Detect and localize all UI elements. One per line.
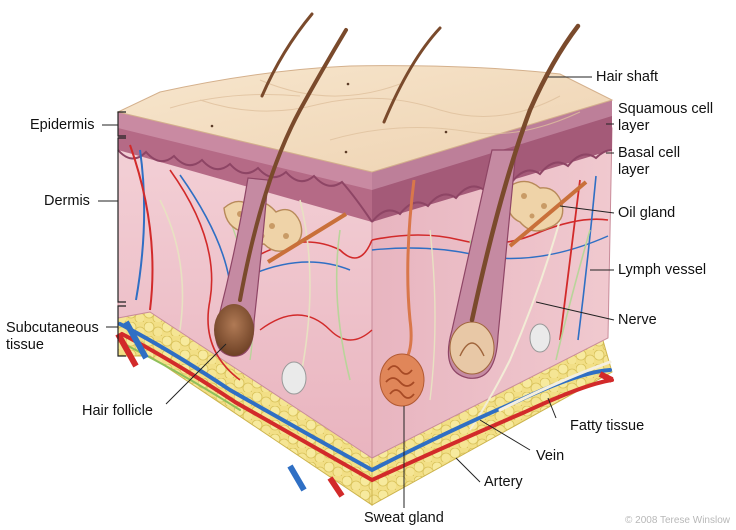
muscle-right [508, 180, 588, 248]
muscle-left [266, 212, 348, 264]
deep-vessels [118, 322, 614, 483]
label-oil-gland: Oil gland [618, 205, 676, 221]
sweat-gland [379, 179, 425, 407]
skin-surface [116, 65, 614, 173]
oil-gland-right [506, 180, 564, 232]
label-sweat-gland: Sweat gland [364, 510, 444, 526]
label-subcutaneous-line1: Subcutaneous [6, 320, 99, 336]
layer-bracket [117, 111, 126, 357]
leader-lines [98, 76, 615, 508]
label-epidermis: Epidermis [30, 117, 95, 133]
label-fatty-tissue: Fatty tissue [570, 418, 645, 434]
label-hair-shaft: Hair shaft [596, 69, 659, 85]
label-basal-line1: Basal cell [618, 145, 681, 161]
hair-follicle-left [214, 177, 269, 357]
label-subcutaneous-line2: tissue [6, 337, 44, 353]
label-nerve: Nerve [618, 312, 657, 328]
label-lymph-vessel: Lymph vessel [618, 262, 707, 278]
label-basal-line2: layer [618, 162, 650, 178]
label-vein: Vein [536, 448, 565, 464]
label-artery: Artery [484, 474, 523, 490]
label-hair-follicle: Hair follicle [82, 403, 153, 419]
label-squamous-line1: Squamous cell [618, 101, 714, 117]
copyright-credit: © 2008 Terese Winslow [624, 515, 730, 526]
hair-shafts [238, 12, 581, 323]
pacinian-corpuscle-left [281, 361, 307, 395]
vessel-cut-ends [115, 320, 614, 498]
epidermis-layer [117, 100, 613, 223]
label-squamous-line2: layer [618, 118, 650, 134]
pacinian-corpuscle-right [529, 323, 551, 353]
label-dermis: Dermis [44, 193, 90, 209]
